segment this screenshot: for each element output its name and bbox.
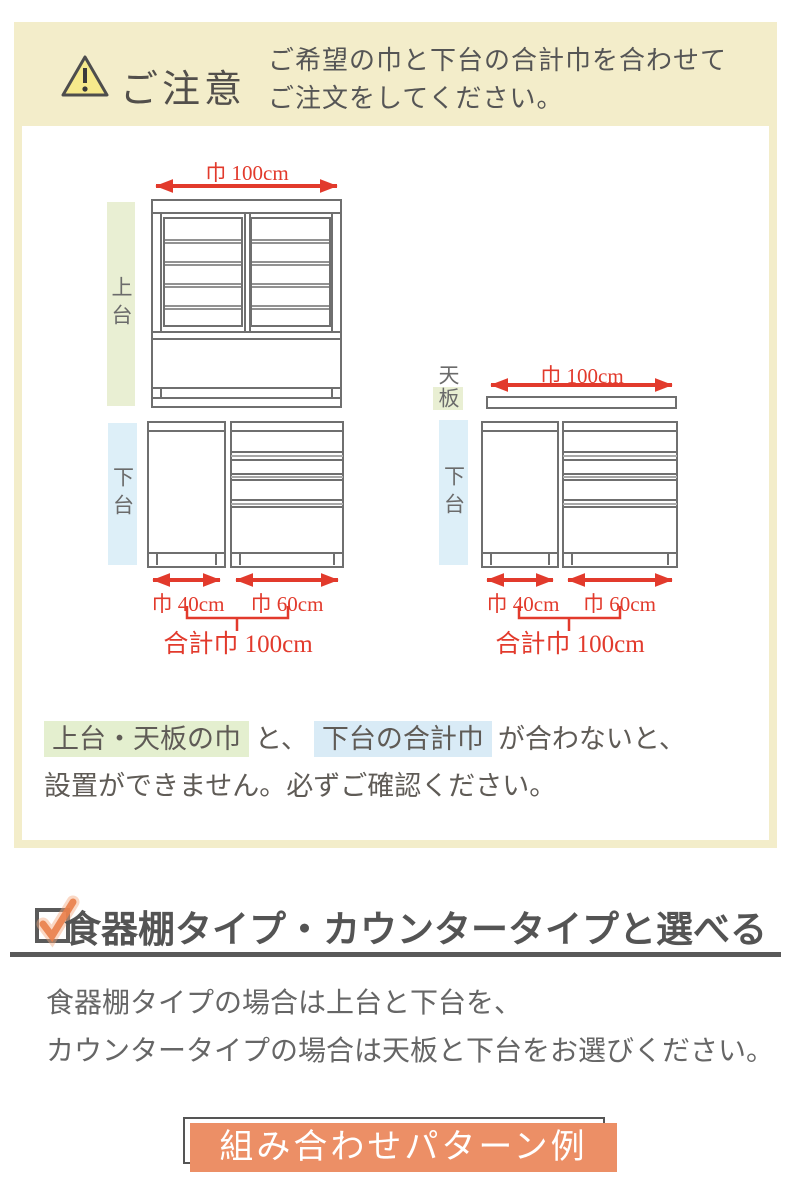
lower-unit-label-right: 下台 [441, 464, 466, 521]
caution-header [14, 22, 777, 126]
section-body-line2: カウンタータイプの場合は天板と下台をお選びください。 [46, 1036, 775, 1067]
warning-triangle-icon [61, 55, 109, 97]
caution-message-line1: ご希望の巾と下台の合計巾を合わせて [268, 46, 728, 75]
upper-unit-band: 上台 [107, 202, 135, 406]
upper-unit-label: 上台 [109, 276, 133, 332]
dim-label-top-width-left: 巾 100cm [205, 161, 289, 185]
dim-label-40-left: 巾 40cm [151, 592, 225, 616]
highlight-lower-total-width: 下台の合計巾 [313, 721, 492, 757]
dim-label-top-width-right: 巾 100cm [540, 364, 624, 388]
lower-unit-label-left: 下台 [110, 466, 135, 522]
caution-message-line2: ご注文をしてください。 [268, 84, 564, 113]
caution-message: ご希望の巾と下台の合計巾を合わせて ご注文をしてください。 [268, 42, 727, 118]
caution-footer: 上台・天板の巾と、下台の合計巾が合わないと、 設置ができません。必ずご確認くださ… [44, 716, 754, 810]
lower-unit-band-right: 下台 [439, 420, 468, 565]
dim-label-60-right: 巾 60cm [583, 592, 656, 616]
caution-title: ご注意 [120, 69, 247, 111]
lower-unit-band-left: 下台 [108, 423, 137, 565]
section-body-line1: 食器棚タイプの場合は上台と下台を、 [46, 988, 523, 1019]
top-board-label: 天板 [436, 364, 460, 410]
checkbox-checked-icon [35, 895, 80, 948]
dim-label-total-right: 合計巾 100cm [495, 631, 645, 658]
pattern-banner: 組み合わせパターン例 [190, 1123, 617, 1172]
caution-footer-line1: 上台・天板の巾と、下台の合計巾が合わないと、 [44, 716, 754, 763]
highlight-upper-top-board-width: 上台・天板の巾 [44, 721, 249, 757]
dim-label-total-left: 合計巾 100cm [163, 631, 313, 658]
caution-footer-line2: 設置ができません。必ずご確認ください。 [44, 771, 557, 801]
footer-tail: が合わないと、 [497, 724, 686, 754]
dim-label-60-left: 巾 60cm [250, 592, 324, 616]
section-heading: 食器棚タイプ・カウンタータイプと選べる [64, 910, 767, 951]
footer-connector: と、 [255, 724, 308, 754]
top-board-band: 天板 [433, 364, 463, 410]
section-heading-rule [10, 952, 781, 957]
dim-label-40-right: 巾 40cm [486, 592, 560, 616]
section-body: 食器棚タイプの場合は上台と下台を、 カウンタータイプの場合は天板と下台をお選びく… [46, 980, 774, 1076]
